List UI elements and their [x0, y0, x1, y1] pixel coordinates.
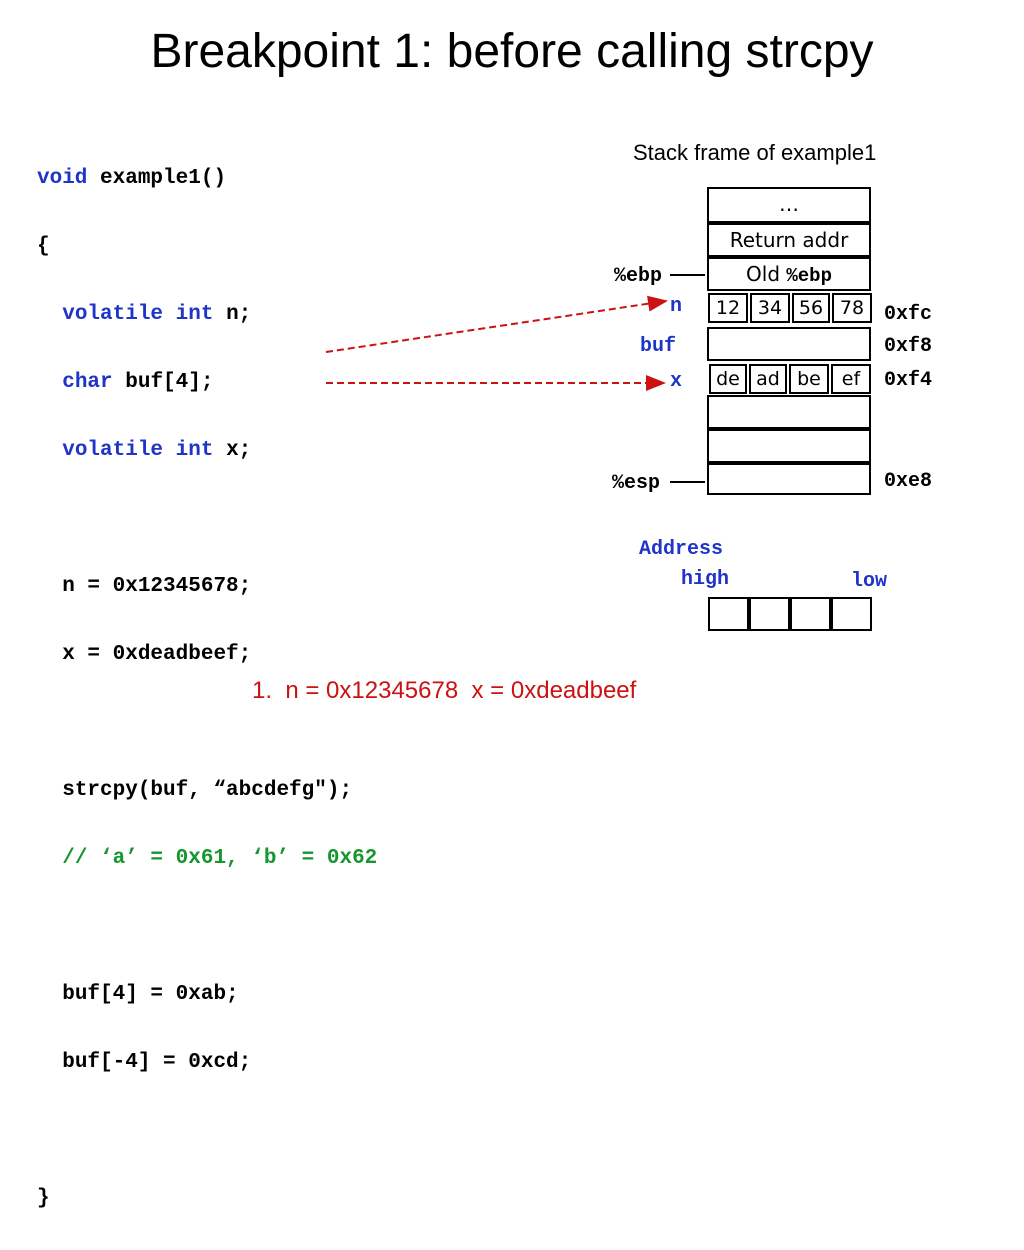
n-byte-3: 78 — [832, 293, 872, 323]
address-legend-box — [708, 597, 749, 631]
code-line-11: buf[-4] = 0xcd; — [37, 1046, 377, 1080]
arrows-layer — [325, 274, 705, 483]
address-0xfc: 0xfc — [884, 303, 933, 326]
code-line-5: volatile int x; — [37, 434, 377, 468]
address-legend-boxes — [708, 597, 872, 631]
stack-cell-ellipsis: … — [707, 187, 871, 223]
code-text: buf[-4] = 0xcd; — [62, 1051, 252, 1074]
keyword-int: int — [175, 439, 214, 462]
label-x: x — [670, 370, 683, 393]
breakpoint-note: 1. n = 0x12345678 x = 0xdeadbeef — [252, 677, 637, 704]
code-line-blank — [37, 910, 377, 944]
n-assignment-arrow — [325, 295, 668, 353]
address-0xe8: 0xe8 — [884, 470, 933, 493]
code-text: n; — [213, 303, 252, 326]
keyword-char: char — [62, 371, 113, 394]
n-byte-0: 12 — [708, 293, 748, 323]
code-text: x = 0xdeadbeef; — [62, 643, 252, 666]
code-line-4: char buf[4]; — [37, 366, 377, 400]
n-byte-1: 34 — [750, 293, 790, 323]
code-text: x; — [213, 439, 252, 462]
code-text: buf[4]; — [112, 371, 214, 394]
x-byte-3: ef — [831, 364, 871, 394]
code-text: strcpy(buf, “abcdefg"); — [62, 779, 353, 802]
label-esp: %esp — [612, 472, 661, 495]
stack-cell-old-ebp: Old %ebp — [707, 257, 871, 291]
n-byte-2: 56 — [792, 293, 830, 323]
code-line-10: buf[4] = 0xab; — [37, 978, 377, 1012]
stack-cell-buf — [707, 327, 871, 361]
stack-cell-esp — [707, 463, 871, 495]
address-legend-title: Address — [639, 538, 724, 561]
code-line-8: strcpy(buf, “abcdefg"); — [37, 774, 377, 808]
address-legend-box — [831, 597, 872, 631]
code-text: buf[4] = 0xab; — [62, 983, 239, 1006]
code-line-2: { — [37, 235, 50, 258]
keyword-int: int — [175, 303, 214, 326]
code-line-7: x = 0xdeadbeef; — [37, 638, 377, 672]
stack-cell-empty-2 — [707, 429, 871, 463]
slide-title: Breakpoint 1: before calling strcpy — [150, 25, 874, 78]
old-ebp-register: %ebp — [786, 265, 832, 287]
code-text: example1() — [87, 167, 227, 190]
keyword-volatile: volatile — [62, 439, 164, 462]
code-line-12: } — [37, 1187, 50, 1210]
keyword-void: void — [37, 167, 88, 190]
code-line-3: volatile int n; — [37, 298, 377, 332]
code-line-1: void example1() — [37, 162, 377, 196]
code-line-6: n = 0x12345678; — [37, 570, 377, 604]
code-text: n = 0x12345678; — [62, 575, 252, 598]
label-buf: buf — [640, 335, 677, 358]
x-byte-2: be — [789, 364, 829, 394]
old-label: Old — [746, 262, 787, 286]
stack-cell-empty-1 — [707, 395, 871, 429]
x-byte-1: ad — [749, 364, 787, 394]
stack-caption: Stack frame of example1 — [633, 140, 877, 165]
code-line-9: // ‘a’ = 0x61, ‘b’ = 0x62 — [37, 842, 377, 876]
address-0xf8: 0xf8 — [884, 335, 933, 358]
x-byte-0: de — [709, 364, 747, 394]
address-legend-box — [749, 597, 790, 631]
label-ebp: %ebp — [614, 265, 663, 288]
address-legend-box — [790, 597, 831, 631]
code-comment: // ‘a’ = 0x61, ‘b’ = 0x62 — [62, 847, 378, 870]
address-0xf4: 0xf4 — [884, 369, 933, 392]
address-legend-low: low — [851, 570, 888, 593]
stack-cell-return-addr: Return addr — [707, 223, 871, 257]
label-n: n — [670, 295, 683, 318]
keyword-volatile: volatile — [62, 303, 164, 326]
address-legend-high: high — [681, 568, 730, 591]
code-line-blank — [37, 1114, 377, 1148]
